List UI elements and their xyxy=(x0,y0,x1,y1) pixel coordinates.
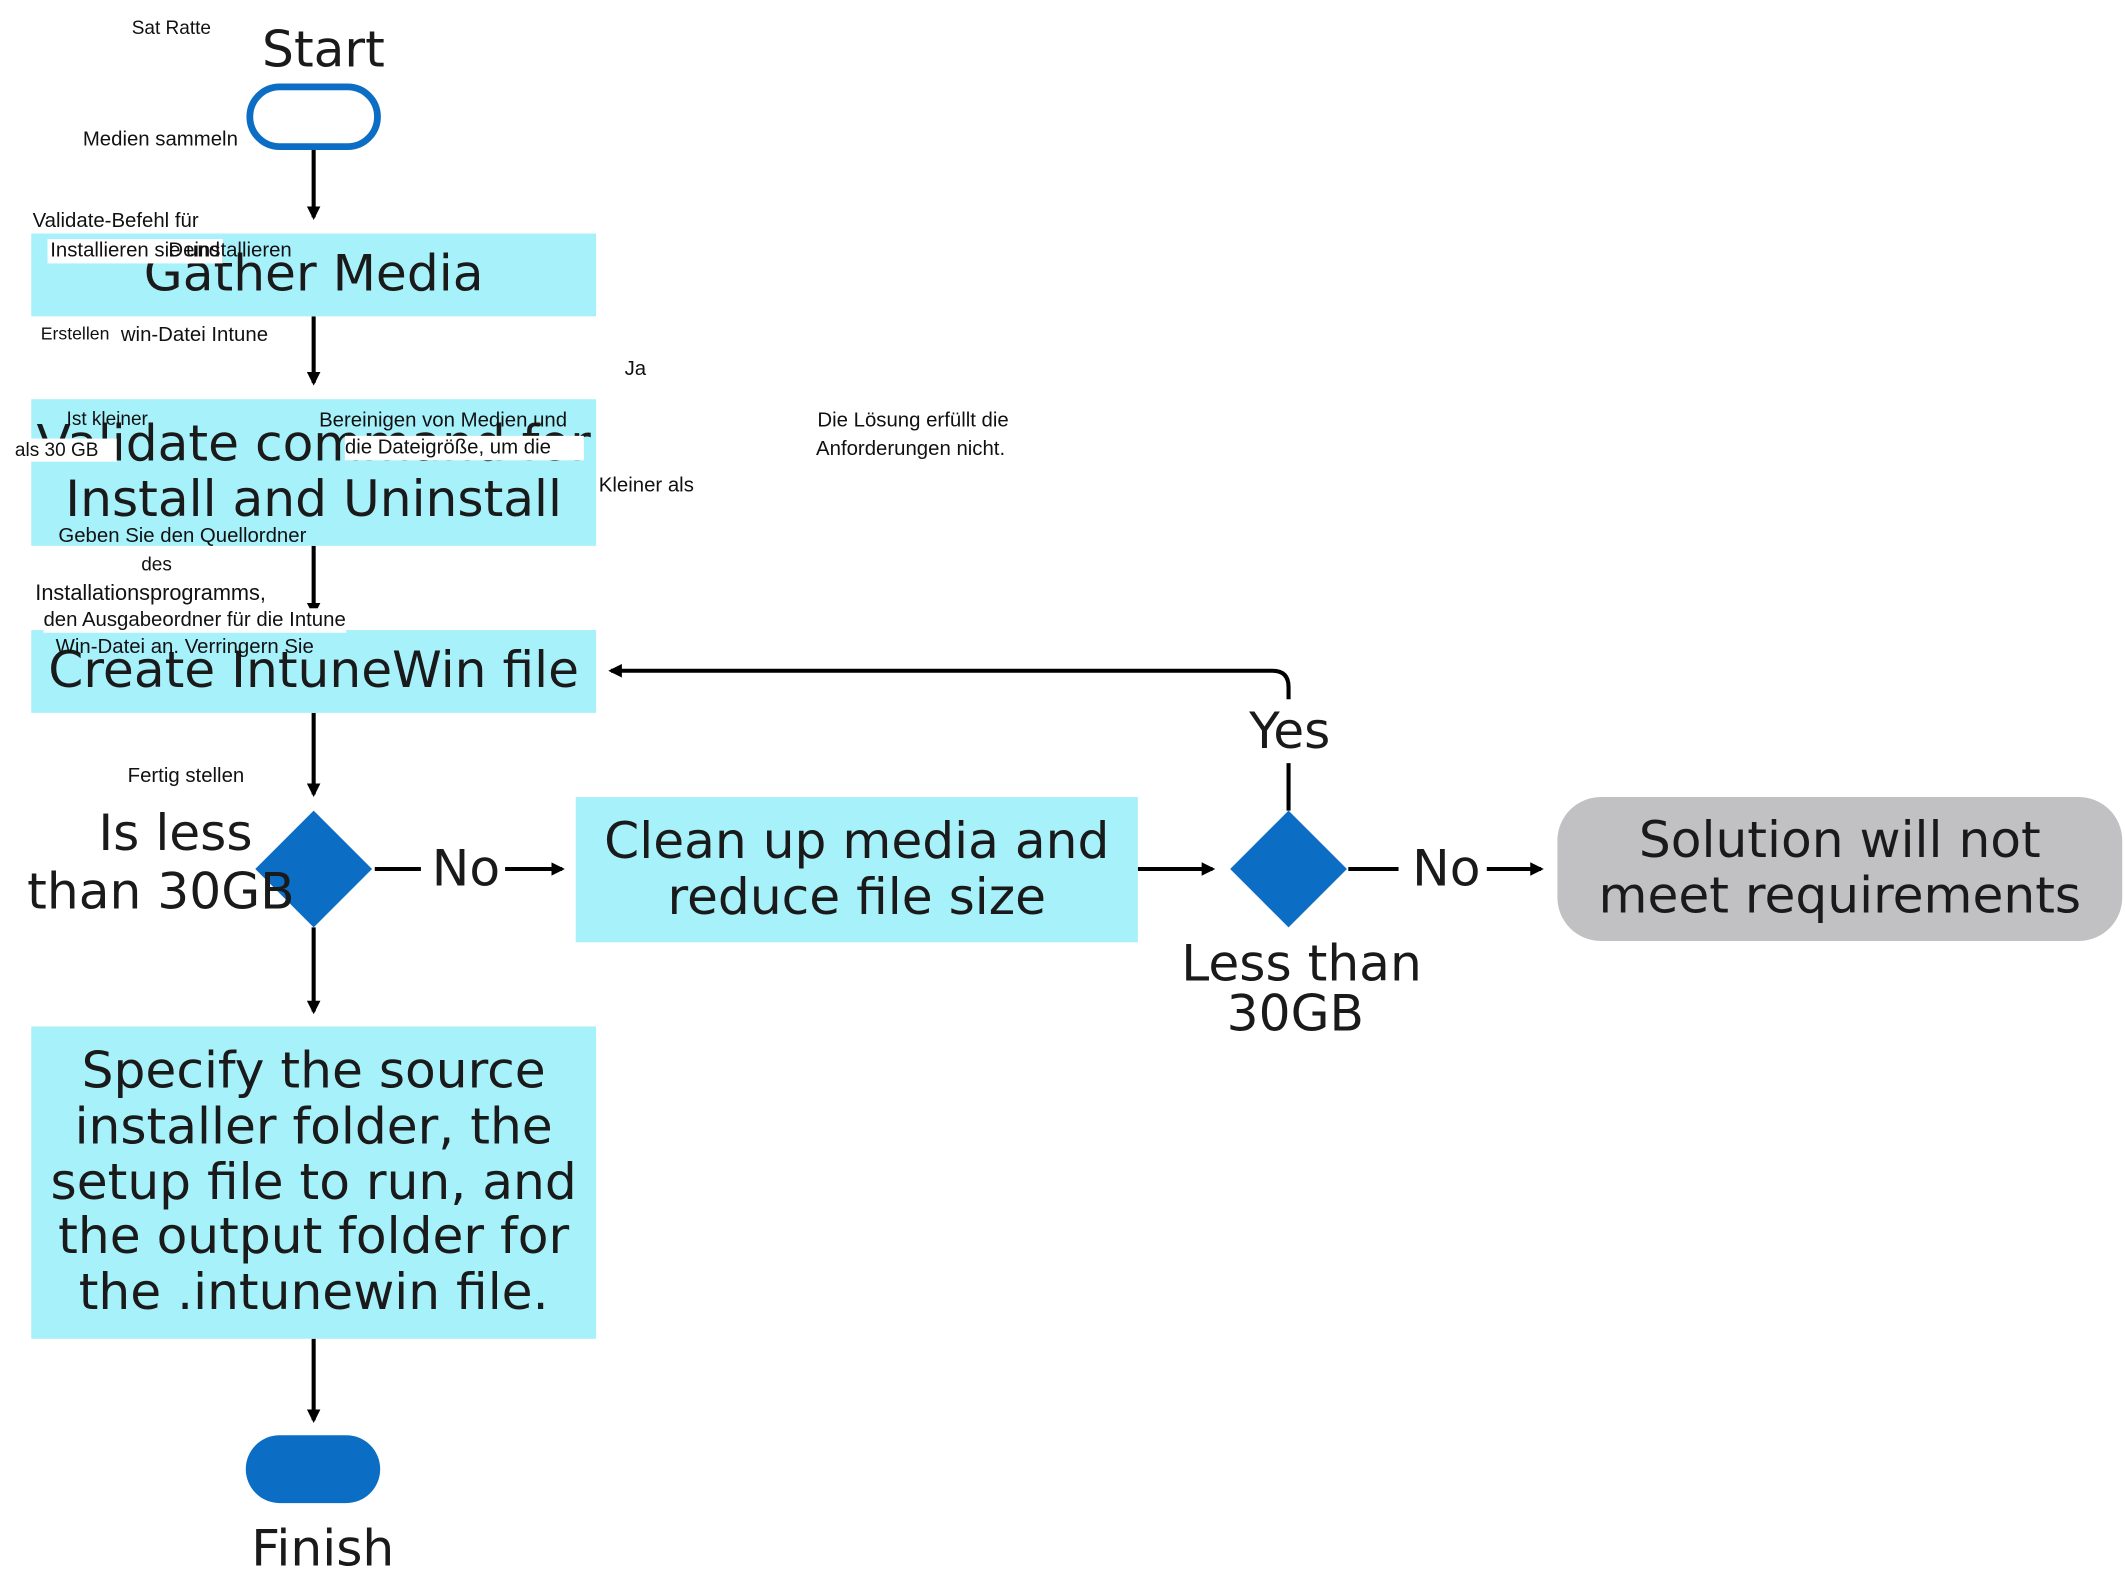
decision1-line2: than 30GB xyxy=(27,861,295,920)
overlay-gather: Medien sammeln xyxy=(82,127,238,151)
overlay-specify-1: Geben Sie den Quellordner xyxy=(58,524,307,548)
specify-source-line5: the .intunewin file. xyxy=(78,1262,549,1322)
overlay-validate-2: Installieren sie und xyxy=(47,238,223,264)
specify-source-label: Specify the source installer folder, the… xyxy=(31,1026,596,1338)
overlay-cleanup-2: die Dateigröße, um die xyxy=(344,435,584,461)
edge-decision2-yes-b xyxy=(608,663,1291,700)
solution-outcome-box xyxy=(1557,797,2123,941)
overlay-cleanup-1: Bereinigen von Medien und xyxy=(319,408,568,432)
validate-command-label: Validate command for Install and Uninsta… xyxy=(31,399,596,546)
clean-up-media-line2: reduce file size xyxy=(667,866,1047,926)
edge-no1-label: No xyxy=(431,839,501,898)
finish-terminal xyxy=(245,1435,381,1504)
edge-no2-label: No xyxy=(1412,839,1481,898)
overlay-outcome-2: Anforderungen nicht. xyxy=(816,437,1006,461)
decision2-label: Less than 30GB xyxy=(1181,934,1422,1043)
specify-source-line3: setup file to run, and xyxy=(50,1152,577,1211)
overlay-decision2: Kleiner als xyxy=(598,473,694,497)
specify-source-box xyxy=(31,1026,597,1339)
create-intunewin-label: Create IntuneWin file xyxy=(48,641,579,700)
specify-source-line1: Specify the source xyxy=(81,1041,546,1101)
solution-outcome-label: Solution will not meet requirements xyxy=(1557,797,2122,941)
overlay-specify-2: des xyxy=(141,552,172,575)
overlay-specify-5: Win-Datei an. Verringern Sie xyxy=(55,635,314,659)
specify-source-line2: installer folder, the xyxy=(74,1097,553,1156)
clean-up-media-label: Clean up media and reduce file size xyxy=(576,797,1138,942)
solution-outcome-line1: Solution will not xyxy=(1638,811,2041,870)
overlay-create-1: Erstellen xyxy=(40,323,110,344)
validate-command-box xyxy=(31,399,597,546)
create-intunewin-box xyxy=(31,630,597,713)
clean-up-media-box xyxy=(575,797,1138,943)
decision2-diamond xyxy=(1230,810,1347,928)
overlay-specify-3: Installationsprogramms, xyxy=(35,582,266,606)
specify-source-line4: the output folder for xyxy=(58,1207,570,1266)
clean-up-media-line1: Clean up media and xyxy=(604,811,1110,871)
start-label: Start xyxy=(262,20,385,79)
overlay-finish: Fertig stellen xyxy=(127,764,245,788)
decision2-line2: 30GB xyxy=(1226,984,1364,1043)
overlay-create-2: win-Datei Intune xyxy=(120,323,269,347)
overlay-start: Sat Ratte xyxy=(131,16,211,39)
decision1-label: Is less than 30GB xyxy=(27,803,295,921)
decision1-diamond xyxy=(255,810,373,928)
overlay-decision1-1: Ist kleiner xyxy=(66,407,148,430)
overlay-validate-1: Validate-Befehl für xyxy=(32,209,199,233)
validate-command-line2: Install and Uninstall xyxy=(65,469,562,529)
overlay-decision1-2: als 30 GB xyxy=(14,438,118,462)
decision2-line1: Less than xyxy=(1181,934,1422,993)
decision1-line1: Is less xyxy=(98,803,253,863)
overlay-yes: Ja xyxy=(624,357,647,381)
overlay-outcome-1: Die Lösung erfüllt die xyxy=(817,408,1009,432)
overlay-specify-4: den Ausgabeordner für die Intune xyxy=(43,608,346,633)
start-terminal xyxy=(246,83,381,151)
finish-label: Finish xyxy=(251,1519,395,1578)
edge-yes-label: Yes xyxy=(1249,701,1331,761)
solution-outcome-line2: meet requirements xyxy=(1598,866,2082,925)
overlay-validate-3: Deinstallieren xyxy=(168,238,292,263)
